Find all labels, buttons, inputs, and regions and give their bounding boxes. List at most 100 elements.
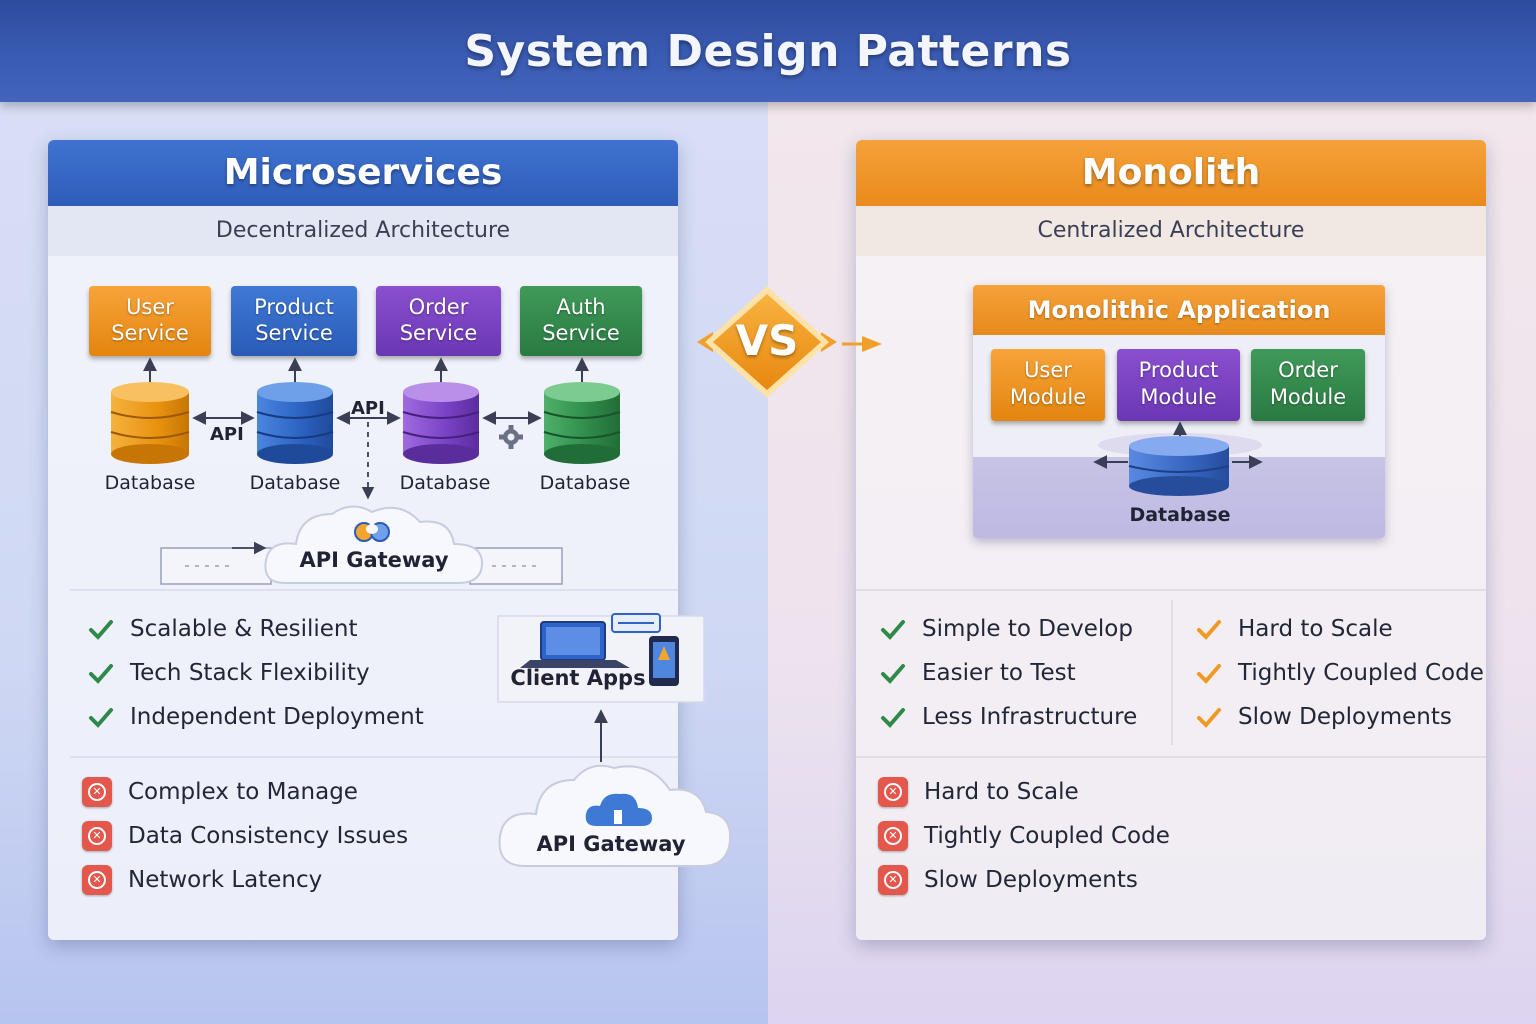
list-item: ✕ Slow Deployments bbox=[878, 858, 1170, 902]
list-item: Tech Stack Flexibility bbox=[88, 651, 424, 695]
gear-icon bbox=[499, 425, 523, 449]
page-title: System Design Patterns bbox=[464, 26, 1072, 77]
vs-badge bbox=[697, 286, 837, 398]
service-box-product: Product Service bbox=[231, 286, 357, 356]
api-label-2: API bbox=[351, 398, 385, 419]
client-apps-card bbox=[497, 613, 705, 703]
monolith-pros-list: Simple to Develop Easier to Test Less In… bbox=[880, 607, 1137, 739]
database-label-auth: Database bbox=[539, 472, 631, 494]
pro-text: Less Infrastructure bbox=[922, 704, 1138, 730]
check-icon bbox=[881, 664, 905, 684]
service-label-line1: Auth bbox=[556, 295, 606, 319]
list-item: Simple to Develop bbox=[880, 607, 1137, 651]
warning-text: Tightly Coupled Code bbox=[1238, 660, 1484, 686]
phone-icon bbox=[649, 636, 679, 686]
pro-text: Tech Stack Flexibility bbox=[130, 660, 370, 686]
service-box-auth: Auth Service bbox=[520, 286, 642, 356]
x-icon: ✕ bbox=[878, 821, 908, 851]
api-gateway-cloud-lower bbox=[498, 764, 732, 867]
monolith-subtitle: Centralized Architecture bbox=[856, 206, 1486, 256]
microservices-subtitle: Decentralized Architecture bbox=[48, 206, 678, 256]
warning-text: Hard to Scale bbox=[1238, 616, 1393, 642]
service-box-order: Order Service bbox=[376, 286, 501, 356]
warning-text: Slow Deployments bbox=[1238, 704, 1452, 730]
database-icon-auth bbox=[543, 382, 621, 464]
monolith-cons-list: ✕ Hard to Scale ✕ Tightly Coupled Code ✕… bbox=[878, 770, 1170, 902]
list-item: Less Infrastructure bbox=[880, 695, 1137, 739]
module-box-user: User Module bbox=[991, 349, 1105, 421]
monolith-warnings-list: Hard to Scale Tightly Coupled Code Slow … bbox=[1196, 607, 1484, 739]
monolith-diagram bbox=[842, 336, 1486, 758]
con-text: Slow Deployments bbox=[924, 867, 1138, 893]
pro-text: Scalable & Resilient bbox=[130, 616, 358, 642]
microservices-pros-list: Scalable & Resilient Tech Stack Flexibil… bbox=[88, 607, 424, 739]
module-label-line2: Module bbox=[1269, 385, 1347, 409]
list-item: Easier to Test bbox=[880, 651, 1137, 695]
database-icon-order bbox=[402, 382, 480, 464]
check-orange-icon bbox=[1197, 664, 1221, 684]
title-bar: System Design Patterns bbox=[0, 0, 1536, 102]
list-item: ✕ Complex to Manage bbox=[82, 770, 408, 814]
x-icon: ✕ bbox=[82, 865, 112, 895]
module-label-line2: Module bbox=[1009, 385, 1087, 409]
service-label-line1: Product bbox=[254, 295, 334, 319]
service-box-user: User Service bbox=[89, 286, 211, 356]
list-item: ✕ Network Latency bbox=[82, 858, 408, 902]
database-label-user: Database bbox=[104, 472, 196, 494]
service-label-line1: User bbox=[126, 295, 174, 319]
x-icon: ✕ bbox=[878, 777, 908, 807]
module-label-line1: User bbox=[1024, 358, 1072, 382]
api-gateway-label: API Gateway bbox=[299, 548, 449, 572]
laptop-icon bbox=[520, 621, 630, 668]
list-item: ✕ Hard to Scale bbox=[878, 770, 1170, 814]
service-label-line2: Service bbox=[542, 321, 620, 345]
service-label-line1: Order bbox=[408, 295, 469, 319]
microservices-heading: Microservices bbox=[48, 140, 678, 206]
pro-text: Simple to Develop bbox=[922, 616, 1133, 642]
database-icon-product bbox=[256, 382, 334, 464]
list-item: Scalable & Resilient bbox=[88, 607, 424, 651]
list-item: Hard to Scale bbox=[1196, 607, 1484, 651]
module-label-line1: Order bbox=[1278, 358, 1338, 382]
gateway-logo-icon bbox=[354, 522, 390, 542]
x-icon: ✕ bbox=[82, 777, 112, 807]
cloud-upload-icon bbox=[585, 793, 652, 826]
con-text: Hard to Scale bbox=[924, 779, 1079, 805]
x-icon: ✕ bbox=[82, 821, 112, 851]
service-label-line2: Service bbox=[255, 321, 333, 345]
check-orange-icon bbox=[1197, 620, 1221, 640]
x-icon: ✕ bbox=[878, 865, 908, 895]
con-text: Data Consistency Issues bbox=[128, 823, 409, 849]
con-text: Network Latency bbox=[128, 867, 323, 893]
list-item: Slow Deployments bbox=[1196, 695, 1484, 739]
list-item: Independent Deployment bbox=[88, 695, 424, 739]
check-icon bbox=[89, 708, 113, 728]
database-label-monolith: Database bbox=[1129, 504, 1231, 526]
pro-text: Easier to Test bbox=[922, 660, 1076, 686]
database-label-product: Database bbox=[249, 472, 341, 494]
check-icon bbox=[881, 620, 905, 640]
module-box-order: Order Module bbox=[1251, 349, 1365, 421]
microservices-diagram bbox=[70, 357, 732, 867]
message-bubble-icon bbox=[611, 613, 661, 633]
module-box-product: Product Module bbox=[1117, 349, 1240, 421]
module-label-line1: Product bbox=[1138, 358, 1219, 382]
check-icon bbox=[89, 620, 113, 640]
gateway-connector-right bbox=[469, 547, 563, 585]
gateway-connector-left bbox=[160, 541, 272, 585]
client-apps-label: Client Apps bbox=[510, 666, 646, 690]
check-icon bbox=[89, 664, 113, 684]
service-label-line2: Service bbox=[399, 321, 478, 345]
con-text: Tightly Coupled Code bbox=[924, 823, 1170, 849]
monolith-panel: Monolith Centralized Architecture bbox=[856, 140, 1486, 940]
microservices-cons-list: ✕ Complex to Manage ✕ Data Consistency I… bbox=[82, 770, 408, 902]
api-gateway-lower-label: API Gateway bbox=[536, 832, 686, 856]
api-label-1: API bbox=[210, 424, 244, 445]
con-text: Complex to Manage bbox=[128, 779, 358, 805]
list-item: ✕ Tightly Coupled Code bbox=[878, 814, 1170, 858]
vs-label: VS bbox=[735, 316, 799, 365]
check-orange-icon bbox=[1197, 708, 1221, 728]
check-icon bbox=[881, 708, 905, 728]
service-label-line2: Service bbox=[111, 321, 189, 345]
pro-text: Independent Deployment bbox=[130, 704, 424, 730]
